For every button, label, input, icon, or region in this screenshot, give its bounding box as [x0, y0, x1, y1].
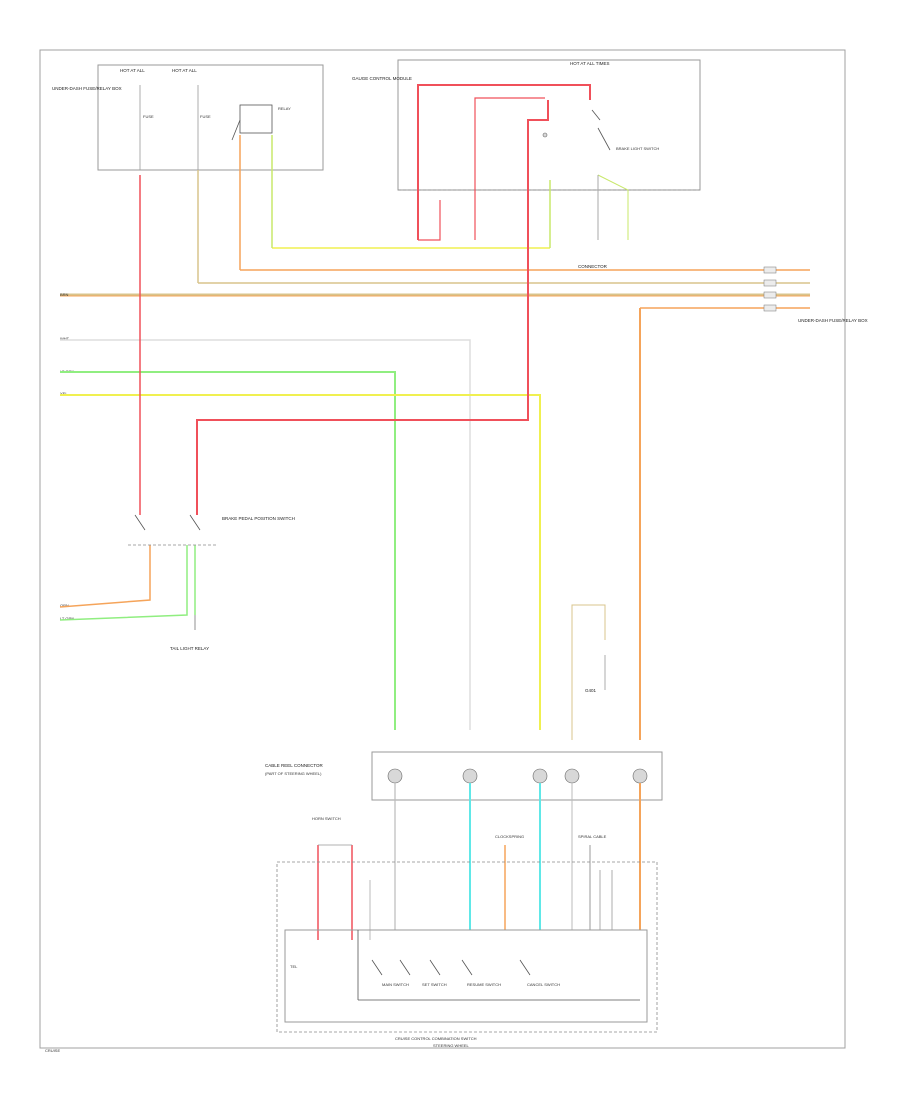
cruise-control-module-label: CRUISE CONTROL COMBINATION SWITCH [395, 1036, 477, 1041]
relay-1-label: RELAY [278, 106, 291, 111]
cable-reel-label: CABLE REEL CONNECTOR [265, 763, 324, 768]
wire-label-orn: ORN [60, 603, 69, 608]
connector-top-label: CONNECTOR [578, 264, 608, 269]
horn-switch-label: HORN SWITCH [312, 816, 341, 821]
cruise-main-label: MAIN SWITCH [382, 982, 409, 987]
top-right-module-box: GAUGE CONTROL MODULE HOT AT ALL TIMES BR… [352, 59, 701, 269]
clock-spring-label: CLOCKSPRING [495, 834, 524, 839]
fuse-2-label: FUSE [200, 114, 211, 119]
wire-label-yel: YEL [60, 391, 68, 396]
horizontal-bus: UNDER-DASH FUSE/RELAY BOX [60, 247, 868, 323]
right-ref-label: UNDER-DASH FUSE/RELAY BOX [798, 318, 868, 323]
tail-lights-label: TAIL LIGHT RELAY [170, 646, 209, 651]
cruise-control-switch-assembly: HORN SWITCH CLOCKSPRING SPIRAL CABLE TEL… [276, 816, 658, 1048]
wire-label-wht: WHT [60, 336, 70, 341]
lower-wires [317, 783, 641, 940]
spiral-cable-label: SPIRAL CABLE [578, 834, 607, 839]
fuse-block-1-label: HOT AT ALL [120, 68, 145, 73]
fuse-1-label: FUSE [143, 114, 154, 119]
brake-switch-label: BRAKE PEDAL POSITION SWITCH [222, 516, 295, 521]
cruise-cancel-label: CANCEL SWITCH [527, 982, 560, 987]
top-left-fuse-box: UNDER-DASH FUSE/RELAY BOX HOT AT ALL HOT… [52, 64, 324, 171]
cable-reel-sub-label: (PART OF STEERING WHEEL) [265, 771, 322, 776]
cruise-set-label: SET SWITCH [422, 982, 447, 987]
steering-wheel-label: STEERING WHEEL [433, 1043, 470, 1048]
relay-2-label: BRAKE LIGHT SWITCH [616, 146, 659, 151]
cruise-resume-label: RESUME SWITCH [467, 982, 501, 987]
gauge-box-label: GAUGE CONTROL MODULE [352, 76, 412, 81]
wire-label-ltgrn-2: LT GRN [60, 616, 74, 621]
fuse-block-2-label: HOT AT ALL [172, 68, 197, 73]
tel-label: TEL [290, 964, 298, 969]
ground-label: G401 [585, 688, 597, 693]
brake-pedal-switch: BRAKE PEDAL POSITION SWITCH TAIL LIGHT R… [128, 514, 295, 651]
wire-label-brn: BRN [60, 292, 69, 297]
page-id-label: CRUISE [45, 1048, 60, 1053]
wires [59, 84, 641, 740]
cable-reel-connector: CABLE REEL CONNECTOR (PART OF STEERING W… [265, 688, 663, 801]
left-box-label: UNDER-DASH FUSE/RELAY BOX [52, 86, 122, 91]
diagram-frame [39, 49, 846, 1049]
hot-all-times-label: HOT AT ALL TIMES [570, 61, 610, 66]
